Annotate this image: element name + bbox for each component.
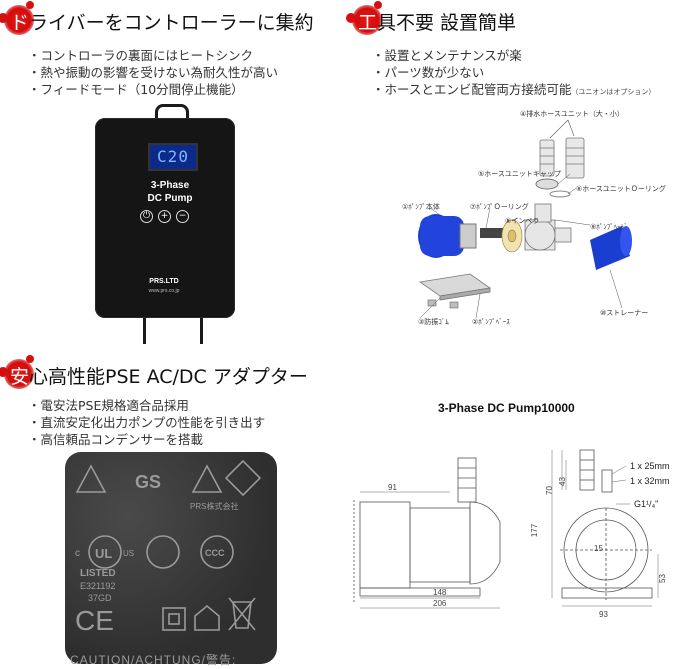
- dim-206: 206: [433, 599, 447, 608]
- class2-inner-icon: [168, 613, 180, 625]
- gs-mark: GS: [135, 472, 161, 492]
- controller-name-line2: DC Pump: [147, 193, 193, 204]
- controller-brand: PRS.LTD: [149, 278, 179, 285]
- class2-icon: [162, 607, 186, 631]
- bullet: ・フィードモード（10分間停止機能）: [28, 82, 244, 97]
- bullet: ・電安法PSE規格適合品採用: [28, 398, 189, 413]
- hose-unit-icon: [539, 137, 585, 179]
- dim-148: 148: [433, 588, 447, 597]
- impeller-shaft-icon: [480, 228, 506, 238]
- adapter-heading: 安心高性能PSE AC/DC アダプター: [0, 355, 308, 389]
- controller-display: C20: [148, 143, 198, 171]
- controller-cable-left: [143, 318, 146, 344]
- adapter-code: 37GD: [88, 593, 112, 603]
- bullet: ・高信頼品コンデンサーを搭載: [28, 432, 204, 447]
- dim-43: 43: [557, 477, 567, 486]
- adapter-listed: LISTED: [80, 568, 116, 579]
- bullet: ・設置とメンテナンスが楽: [372, 48, 522, 63]
- impeller-icon: [501, 219, 523, 253]
- weee-bin-icon: [228, 597, 256, 631]
- part-label-8: ⑧インペラ: [505, 217, 540, 225]
- dim-177: 177: [530, 523, 540, 538]
- controller-name-line1: 3-Phase: [150, 180, 190, 191]
- pse-diamond-icon: [224, 459, 262, 497]
- ul-us-mark: US: [123, 549, 134, 558]
- indoor-house-icon: [194, 604, 220, 631]
- tools-heading-rest: 具不要 設置簡単: [377, 12, 517, 34]
- tools-heading-first: 工: [358, 12, 378, 34]
- part-label-2: ②ﾎﾟﾝﾌﾟﾍﾞｰｽ: [472, 318, 510, 326]
- adapter-bullets: ・電安法PSE規格適合品採用 ・直流安定化出力ポンプの性能を引き出す ・高信頼品…: [28, 397, 265, 448]
- bullet-note: （ユニオンはオプション）: [571, 88, 656, 96]
- adapter-brand: PRS株式会社: [190, 502, 239, 511]
- ce-mark: CE: [75, 605, 114, 636]
- dim-53: 53: [657, 574, 667, 583]
- driver-heading-first: ド: [10, 12, 30, 34]
- thread-size: G1¹/₄": [634, 499, 659, 509]
- rcm-icon: [146, 535, 180, 569]
- red-splash-icon: [0, 355, 34, 389]
- hose-size-2: 1 x 32mm: [630, 476, 670, 486]
- bullet: ・コントローラの裏面にはヒートシンク: [28, 48, 254, 63]
- pse-triangle-icon: [191, 464, 223, 493]
- ul-icon: [88, 535, 122, 569]
- adapter-heading-first: 安: [10, 366, 30, 388]
- diagram-title: 3-Phase DC Pump10000: [438, 401, 575, 415]
- ul-mark: UL: [95, 546, 112, 561]
- bullet: ・パーツ数が少ない: [372, 65, 485, 80]
- bullet: ・直流安定化出力ポンプの性能を引き出す: [28, 415, 266, 430]
- exploded-parts-diagram: [418, 119, 632, 319]
- pump-base-icon: [418, 273, 492, 301]
- adapter-marks: GS UL c US CCC CE: [75, 459, 262, 636]
- red-splash-icon: [346, 1, 382, 35]
- tools-heading: 工具不要 設置簡単: [346, 1, 517, 35]
- controller-url: www.prs.co.jp: [148, 288, 180, 294]
- part-label-1: ①ﾎﾟﾝﾌﾟ本体: [402, 203, 440, 211]
- part-label-9: ⑨ﾎﾟﾝﾌﾟﾍｯﾄﾞ: [590, 223, 628, 231]
- red-splash-icon: [0, 1, 34, 35]
- part-label-4: ④排水ホースユニット（大・小）: [520, 110, 624, 118]
- controller-cable-right: [200, 318, 203, 344]
- front-view-drawing: [551, 449, 659, 607]
- dim-15: 15: [594, 544, 603, 553]
- ccc-mark: CCC: [205, 548, 225, 558]
- driver-heading-rest: ライバーをコントローラーに集約: [29, 12, 314, 34]
- dim-91: 91: [388, 483, 397, 492]
- pump-body-icon: [418, 214, 477, 258]
- controller-hanger: [155, 104, 189, 125]
- side-view-drawing: [353, 457, 501, 609]
- pse-triangle-icon: [75, 464, 107, 493]
- part-label-5: ⑤ホースユニットキャップ: [478, 170, 561, 178]
- bullet: ・ホースとエンビ配管両方接続可能（ユニオンはオプション）: [372, 82, 656, 97]
- dim-93: 93: [599, 610, 608, 619]
- part-label-3: ③防振ｺﾞﾑ: [418, 318, 449, 326]
- controller-power-button[interactable]: ⏻: [140, 210, 153, 223]
- controller-plus-button[interactable]: +: [158, 210, 171, 223]
- rubber-pad-icon: [427, 299, 459, 309]
- strainer-icon: [590, 226, 632, 270]
- part-label-10: ⑩ストレーナー: [600, 309, 649, 317]
- controller-minus-button[interactable]: −: [176, 210, 189, 223]
- ul-c-mark: c: [75, 548, 80, 559]
- adapter-heading-rest: 心高性能PSE AC/DC アダプター: [29, 366, 308, 388]
- driver-heading: ドライバーをコントローラーに集約: [0, 1, 314, 35]
- adapter-file-no: E321192: [80, 581, 116, 591]
- part-label-6: ⑥ホースユニットＯーリング: [576, 185, 666, 193]
- tools-bullets: ・設置とメンテナンスが楽 ・パーツ数が少ない ・ホースとエンビ配管両方接続可能（…: [372, 47, 655, 101]
- part-label-7: ⑦ﾎﾟﾝﾌﾟＯーリング: [470, 203, 529, 211]
- hose-oring-icon: [549, 190, 571, 198]
- dim-70: 70: [544, 486, 554, 495]
- ccc-icon: [200, 535, 234, 569]
- driver-bullets: ・コントローラの裏面にはヒートシンク ・熱や振動の影響を受けない為耐久性が高い …: [28, 47, 278, 98]
- hose-size-1: 1 x 25mm: [630, 461, 670, 471]
- bullet: ・熱や振動の影響を受けない為耐久性が高い: [28, 65, 279, 80]
- pump-head-icon: [524, 203, 572, 251]
- hose-cap-icon: [535, 178, 559, 190]
- adapter-caution: CAUTION/ACHTUNG/警告:: [70, 653, 237, 667]
